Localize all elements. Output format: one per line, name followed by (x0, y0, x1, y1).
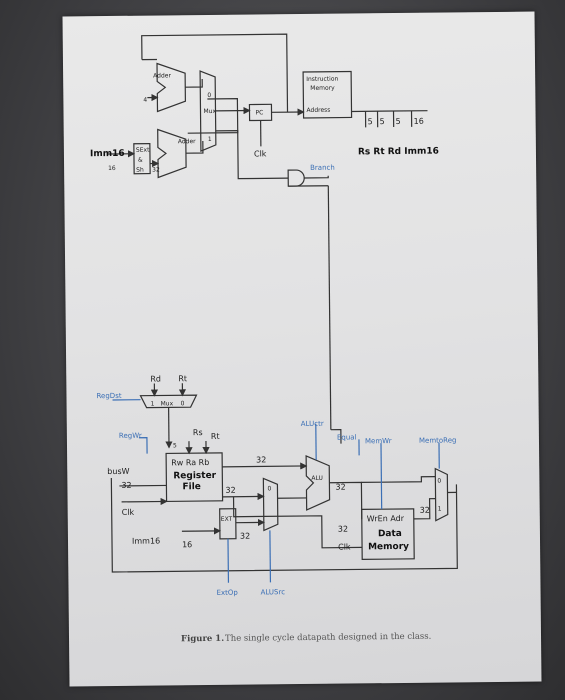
paper-sheet: Adder 4 Adder 0 1 Mux PC Clk SExt & Sh 3… (62, 11, 542, 687)
instruction-memory (302, 70, 353, 119)
regdst-mux-zero: 0 (181, 400, 185, 407)
mux-one-input: 1 (208, 136, 212, 143)
field-width-label: 5 (368, 117, 373, 126)
rw-width: 5 (173, 442, 177, 449)
fetch-mux-label: Mux (203, 108, 216, 115)
busa-width: 32 (256, 455, 266, 464)
regfile-label-2: File (182, 482, 201, 492)
rt-label: Rt (178, 374, 187, 383)
single-cycle-datapath-diagram: Adder 4 Adder 0 1 Mux PC Clk SExt & Sh 3… (90, 33, 458, 644)
alusrc-label: ALUSrc (261, 588, 286, 596)
alu-out-width: 32 (335, 483, 345, 492)
memtoreg-mux-zero: 0 (437, 478, 441, 485)
address-label: Address (306, 107, 330, 114)
bottom-adder (157, 128, 187, 179)
regdst-mux-one: 1 (151, 401, 155, 408)
alusrc-mux-zero: 0 (267, 485, 271, 492)
branch-label: Branch (310, 164, 335, 172)
regfile-ports: Rw Ra Rb (171, 458, 209, 467)
register-file (165, 452, 224, 503)
branch-and-gate (287, 169, 305, 187)
shift-width: 32 (152, 166, 160, 173)
rd-label: Rd (150, 374, 161, 383)
instruction-fetch-unit (107, 33, 428, 430)
alu (305, 455, 331, 511)
shift-label: Sh (136, 167, 144, 174)
busw-label: busW (107, 467, 129, 476)
mux-zero-input: 0 (207, 92, 211, 99)
pc-label: PC (255, 109, 263, 116)
regfile-label-1: Register (173, 471, 216, 481)
rs-label: Rs (193, 428, 203, 437)
amp-label: & (138, 157, 143, 164)
din-width: 32 (338, 525, 348, 534)
extop-label: ExtOp (217, 589, 239, 597)
sext-shift-box (133, 142, 151, 175)
fetch-imm16-label: Imm16 (90, 149, 125, 159)
data-mem-line2: Data (378, 529, 402, 539)
data-memory (361, 508, 415, 560)
memtoreg-mux (434, 467, 449, 522)
fetch-clk-label: Clk (254, 149, 267, 158)
instruction-fields: Rs Rt Rd Imm16 (358, 147, 439, 158)
equal-label: Equal (337, 433, 357, 441)
regdst-label: RegDst (96, 392, 121, 400)
data-mem-clk: Clk (338, 542, 351, 551)
alusrc-mux (262, 477, 279, 532)
dp-imm16-width: 16 (182, 540, 192, 549)
sext-label: SExt (136, 147, 150, 154)
busb-width: 32 (225, 486, 235, 495)
regwr-label: RegWr (119, 432, 142, 440)
top-adder (156, 62, 187, 113)
field-width-label: 5 (396, 117, 401, 126)
memtoreg-mux-one: 1 (438, 506, 442, 513)
regdst-mux-label: Mux (161, 400, 174, 407)
mem-out-width: 32 (420, 506, 430, 515)
top-adder-label: Adder (153, 72, 171, 79)
bottom-adder-label: Adder (178, 138, 196, 145)
main-datapath (110, 383, 458, 583)
four-constant: 4 (143, 97, 147, 104)
instr-mem-line2: Memory (310, 85, 335, 92)
ext-label: EXT (221, 516, 233, 523)
memtoreg-label: MemtoReg (419, 436, 457, 444)
field-width-label: 16 (414, 117, 424, 126)
regfile-clk-label: Clk (122, 508, 135, 517)
ext-width: 32 (240, 532, 250, 541)
busw-width: 32 (121, 481, 131, 490)
instr-mem-line1: Instruction (306, 76, 338, 83)
data-mem-line1: WrEn Adr (367, 514, 405, 523)
dp-imm16-label: Imm16 (132, 536, 160, 545)
field-width-label: 5 (380, 117, 385, 126)
rt2-label: Rt (211, 432, 220, 441)
regdst-mux (139, 394, 198, 409)
pc-mux (199, 70, 217, 152)
data-mem-line3: Memory (368, 542, 409, 552)
memwr-label: MemWr (365, 437, 392, 445)
aluctr-label: ALUctr (301, 420, 324, 428)
figure-caption: The single cycle datapath designed in th… (225, 632, 431, 644)
figure-label: Figure 1. (181, 634, 224, 644)
fetch-imm16-width: 16 (108, 165, 116, 172)
alu-label: ALU (311, 475, 323, 482)
